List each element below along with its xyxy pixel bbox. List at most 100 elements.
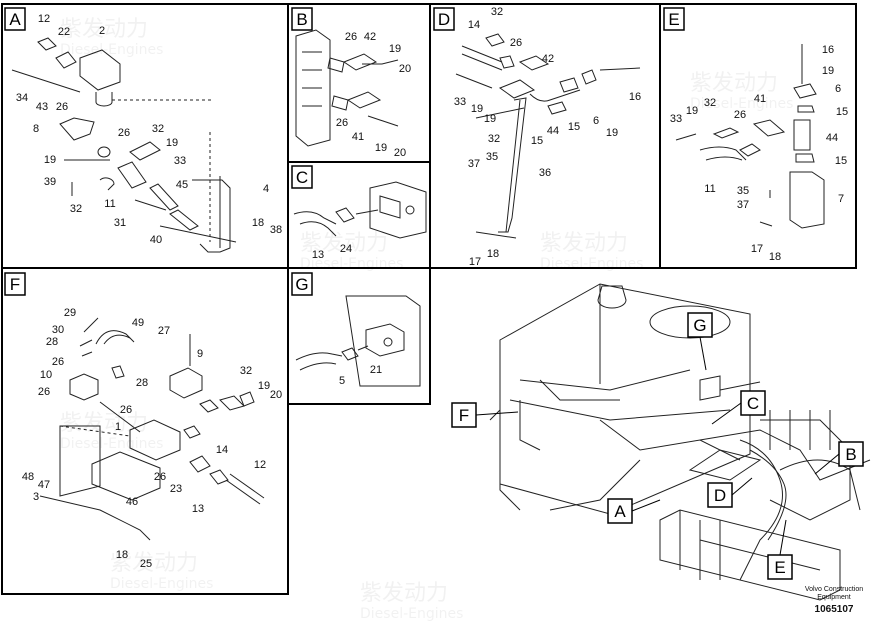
part-number-d: 35 [486,151,498,163]
panel-label-c[interactable]: C [291,165,313,189]
part-number-f: 48 [22,471,34,483]
part-number-f: 27 [158,325,170,337]
part-number-f: 26 [52,356,64,368]
part-number-a: 22 [58,26,70,38]
svg-text:1065107: 1065107 [815,604,854,615]
svg-text:C: C [296,168,308,187]
panel-label-a[interactable]: A [4,7,26,31]
svg-text:紫发动力: 紫发动力 [60,411,148,436]
part-number-a: 43 [36,101,48,113]
svg-text:Diesel-Engines: Diesel-Engines [540,256,643,272]
svg-text:F: F [459,406,469,425]
svg-text:E: E [668,10,679,29]
part-number-b: 26 [336,117,348,129]
svg-text:Diesel-Engines: Diesel-Engines [110,576,213,592]
part-number-f: 9 [197,348,203,360]
panel-label-b[interactable]: B [291,7,313,31]
watermark: 紫发动力 Diesel-Engines 紫发动力 Diesel-Engines … [60,17,793,622]
part-number-f: 19 [258,380,270,392]
caption: Volvo Construction Equipment 1065107 [805,586,863,615]
part-number-f: 46 [126,496,138,508]
callout-b[interactable]: B [814,441,864,475]
part-number-a: 12 [38,13,50,25]
part-number-e: 32 [704,97,716,109]
part-number-e: 7 [838,193,844,205]
svg-text:Diesel-Engines: Diesel-Engines [300,256,403,272]
part-number-f: 23 [170,483,182,495]
part-number-a: 31 [114,217,126,229]
svg-text:G: G [693,316,706,335]
part-number-f: 28 [46,336,58,348]
panel-label-f[interactable]: F [4,272,26,296]
callout-f[interactable]: F [451,402,519,428]
part-number-a: 19 [44,154,56,166]
svg-text:D: D [714,486,726,505]
part-number-a: 39 [44,176,56,188]
part-number-a: 34 [16,92,28,104]
part-number-f: 13 [192,503,204,515]
part-number-f: 26 [38,386,50,398]
part-number-f: 30 [52,324,64,336]
callout-c[interactable]: C [711,390,766,425]
part-number-e: 11 [704,183,715,195]
part-number-d: 42 [542,53,554,65]
overview-machine [489,283,871,601]
svg-text:F: F [10,275,20,294]
part-number-a: 32 [70,203,82,215]
part-number-d: 32 [488,133,500,145]
part-number-c: 13 [312,249,324,261]
panel-c-drawing [293,181,427,239]
panel-e-drawing [675,44,825,229]
part-number-a: 40 [150,234,162,246]
part-number-d: 26 [510,37,522,49]
part-number-e: 15 [835,155,847,167]
part-number-c: 24 [340,243,352,255]
part-number-b: 19 [375,142,387,154]
callout-d[interactable]: D [707,477,753,508]
part-number-e: 16 [822,44,834,56]
svg-text:Diesel-Engines: Diesel-Engines [690,96,793,112]
svg-text:G: G [295,275,308,294]
part-number-d: 19 [606,127,618,139]
part-number-b: 20 [394,147,406,159]
panel-f-drawing [39,317,265,541]
part-number-f: 49 [132,317,144,329]
callout-g[interactable]: G [687,312,713,371]
panel-label-g[interactable]: G [291,272,313,296]
part-number-d: 19 [484,113,496,125]
part-number-d: 6 [593,115,599,127]
part-number-d: 15 [531,135,543,147]
svg-text:E: E [774,558,785,577]
panel-label-e[interactable]: E [663,7,685,31]
svg-text:紫发动力: 紫发动力 [360,581,448,606]
svg-text:紫发动力: 紫发动力 [690,71,778,96]
part-number-f: 18 [116,549,128,561]
part-number-f: 10 [40,369,52,381]
callout-a[interactable]: A [607,498,661,524]
part-number-e: 19 [822,65,834,77]
part-number-f: 3 [33,491,39,503]
svg-text:A: A [9,10,21,29]
part-number-e: 26 [734,109,746,121]
part-number-a: 4 [263,183,269,195]
part-number-f: 14 [216,444,228,456]
part-number-d: 18 [487,248,499,260]
part-number-f: 29 [64,307,76,319]
panel-b-drawing [295,29,399,147]
part-number-a: 26 [118,127,130,139]
part-number-a: 45 [176,179,188,191]
part-number-f: 25 [140,558,152,570]
part-number-g: 21 [370,364,382,376]
part-number-e: 41 [754,93,766,105]
part-number-e: 6 [835,83,841,95]
part-number-b: 19 [389,43,401,55]
part-number-e: 33 [670,113,682,125]
part-number-a: 26 [56,101,68,113]
part-number-d: 16 [629,91,641,103]
panel-label-d[interactable]: D [433,7,455,31]
part-number-d: 15 [568,121,580,133]
part-number-f: 26 [120,404,132,416]
part-number-d: 14 [468,19,480,31]
callout-e[interactable]: E [767,519,793,580]
part-number-d: 32 [491,6,503,18]
